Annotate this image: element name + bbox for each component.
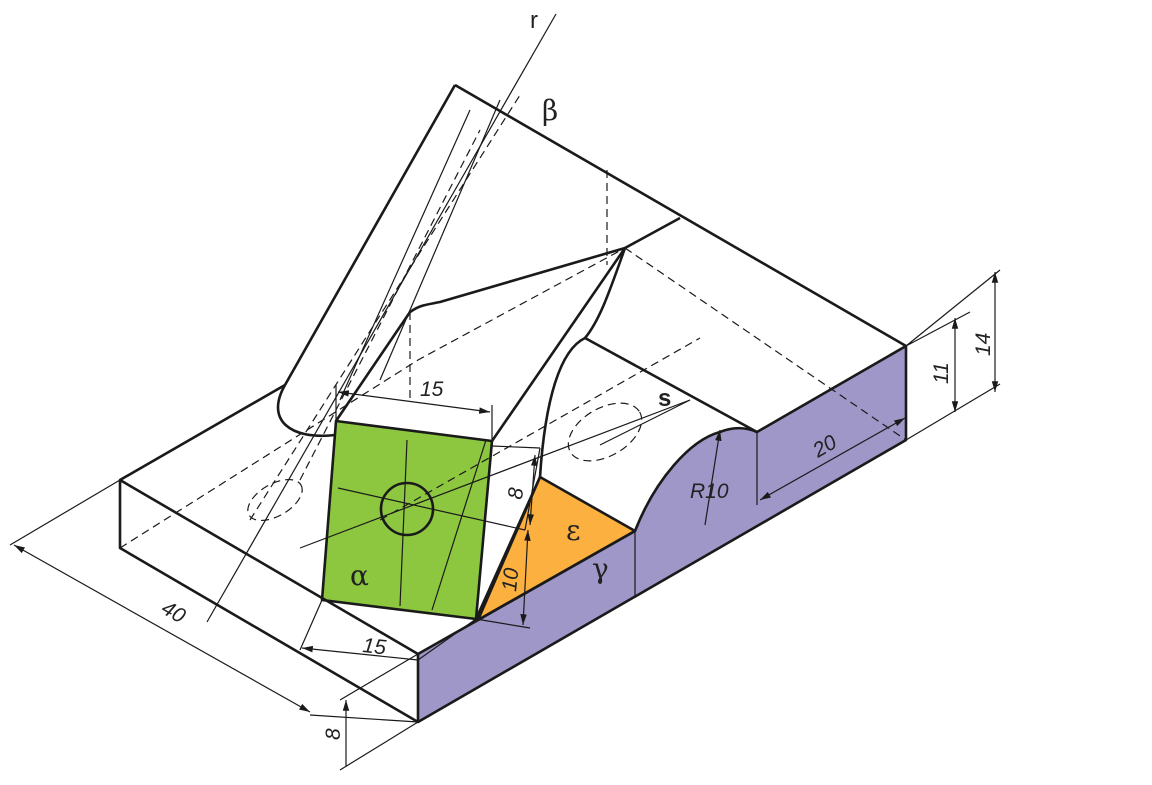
- axis-lines: [206, 13, 691, 623]
- dimension-lines: [9, 269, 1001, 771]
- dim-14: 14: [972, 333, 995, 356]
- face-epsilon: [478, 477, 635, 620]
- label-beta: β: [542, 94, 558, 127]
- label-gamma: γ: [592, 552, 609, 585]
- dim-40: 40: [158, 596, 190, 628]
- dim-8-base: 8: [322, 728, 345, 740]
- label-epsilon: ε: [566, 514, 581, 547]
- label-r: r: [530, 7, 538, 34]
- dim-11: 11: [930, 362, 953, 384]
- label-alpha: α: [350, 559, 369, 592]
- dim-10: 10: [498, 567, 523, 593]
- dim-bottom-15: 15: [361, 634, 387, 659]
- dim-8-hole: 8: [504, 486, 528, 500]
- outline: [118, 83, 908, 724]
- dim-r10: R10: [690, 480, 729, 503]
- face-alpha: [322, 421, 492, 619]
- label-s: s: [658, 385, 671, 412]
- dim-top-15: 15: [420, 378, 444, 401]
